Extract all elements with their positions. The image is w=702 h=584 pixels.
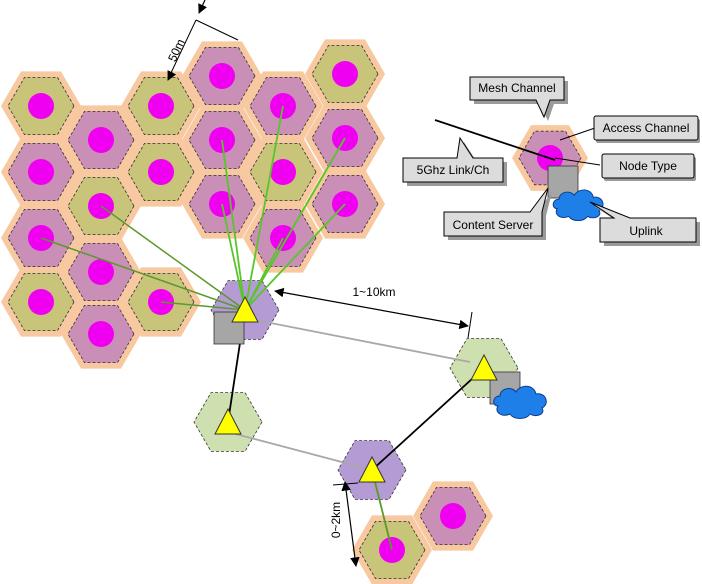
short-link-label: 0~2km — [329, 502, 343, 538]
long-link-label: 1~10km — [352, 285, 395, 299]
access-link — [40, 237, 246, 311]
node-dot — [28, 159, 54, 185]
access-link — [244, 105, 284, 311]
node-dot — [148, 159, 174, 185]
uplink-callout: Uplink — [589, 201, 700, 246]
node-dot — [440, 503, 466, 529]
link-callout: 5Ghz Link/Ch — [402, 136, 507, 186]
access-channel-callout: Access Channel — [559, 115, 700, 143]
mesh-link — [371, 367, 485, 471]
access-channel-label: Access Channel — [603, 121, 690, 135]
access-link — [221, 203, 246, 311]
node-dot — [88, 127, 114, 153]
access-link — [244, 203, 346, 311]
uplink-label: Uplink — [629, 224, 663, 238]
node-dot — [209, 63, 235, 89]
long-link-dimension: 1~10km — [274, 285, 473, 339]
node-dot-layer — [28, 61, 563, 563]
cell-layer — [7, 45, 582, 579]
short-link-dimension: 0~2km — [329, 481, 360, 567]
uplink-cloud-icon — [552, 189, 604, 222]
uplink-cloud-icon — [493, 385, 547, 419]
mesh-channel-callout: Mesh Channel — [469, 76, 568, 121]
access-link — [371, 469, 393, 551]
access-link — [244, 237, 284, 311]
access-link — [244, 137, 346, 311]
node-dot — [88, 321, 114, 347]
content-server-callout: Content Server — [443, 187, 552, 240]
node-type-callout: Node Type — [554, 153, 696, 181]
node-type-triangle-icon — [231, 295, 259, 323]
node-type-label: Node Type — [619, 159, 677, 173]
node-dot — [88, 259, 114, 285]
cell-size-label: 50m — [165, 37, 188, 64]
node-type-triangle-icon — [358, 455, 386, 483]
node-dot — [28, 289, 54, 315]
node-dot — [332, 61, 358, 87]
mesh-channel-label: Mesh Channel — [478, 81, 555, 95]
access-link — [221, 139, 246, 311]
node-type-triangle-icon — [214, 407, 242, 435]
legend-link-line — [434, 119, 556, 161]
node-dot — [270, 159, 296, 185]
content-server-label: Content Server — [453, 218, 534, 232]
node-dot — [28, 93, 54, 119]
access-link — [100, 205, 246, 311]
node-type-triangle-icon — [470, 353, 498, 381]
mesh-link — [227, 431, 373, 471]
device-layer — [213, 165, 604, 483]
link-label: 5Ghz Link/Ch — [417, 163, 490, 177]
content-server-icon — [547, 165, 579, 199]
access-link — [160, 301, 246, 311]
mesh-link — [244, 317, 471, 363]
node-dot — [148, 93, 174, 119]
legend: Mesh Channel Access Channel Node Type 5G… — [402, 76, 700, 246]
